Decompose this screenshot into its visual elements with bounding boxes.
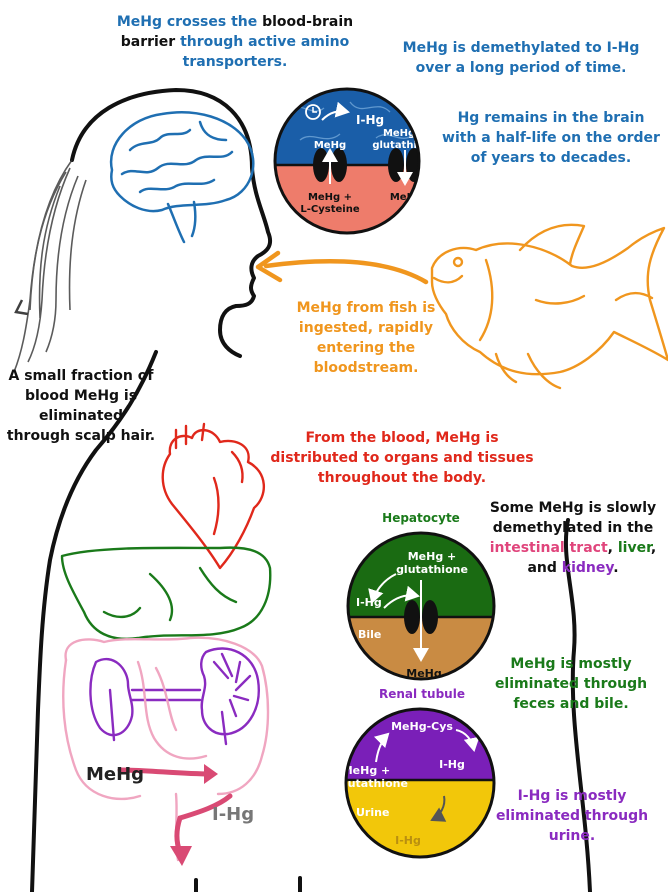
kidney-word: kidney [562, 560, 613, 576]
bbb-mehg-cys-label-2: L-Cysteine [300, 204, 359, 215]
feces-text: MeHg is mostly eliminated through feces … [476, 654, 666, 714]
hair-text: A small fraction of blood MeHg is elimin… [6, 366, 156, 446]
demethyl-organs-text: Some MeHg is slowly demethylated in the … [486, 498, 660, 578]
final-dot: . [613, 560, 618, 576]
brain-drawing [111, 112, 253, 242]
renal-mehgcys-label: MeHg-Cys [391, 720, 453, 733]
gut-mehg-label: MeHg [86, 764, 144, 785]
hep-mehg-glut-label-1: MeHg + [408, 550, 457, 563]
hep-bile-label: Bile [358, 628, 381, 641]
hep-mehg-glut-label-2: glutathione [396, 563, 468, 576]
hepatocyte-title: Hepatocyte [382, 511, 460, 525]
liver-word: liver [618, 540, 651, 556]
bbb-text: MeHg crosses the blood-brain barrier thr… [110, 12, 360, 72]
demethylation-text: MeHg is demethylated to I-Hg over a long… [396, 38, 646, 78]
bbb-ihg-label: I-Hg [356, 113, 384, 127]
gut-ihg-label: I-Hg [212, 804, 254, 825]
urine-text: I-Hg is mostly eliminated through urine. [484, 786, 660, 846]
heart-drawing [163, 424, 264, 568]
renal-title: Renal tubule [379, 687, 465, 701]
renal-ihg-label: I-Hg [439, 758, 465, 771]
ponytail [14, 160, 86, 372]
intestinal-tract-word: intestinal tract [490, 540, 608, 556]
liver-drawing [62, 548, 270, 639]
bbb-mehg-label: MeHg [314, 140, 346, 151]
renal-urine-ihg-label: I-Hg [395, 834, 421, 847]
bbb-text-part3: through active amino transporters. [175, 34, 349, 70]
hep-ihg-label: I-Hg [356, 596, 382, 609]
halflife-text: Hg remains in the brain with a half-life… [440, 108, 662, 168]
bbb-mehg-glut-label-2: glutathione [372, 140, 438, 151]
fish-text: MeHg from fish is ingested, rapidly ente… [266, 298, 466, 378]
fish-arrow [266, 261, 426, 282]
bbb-mehg-cys-label-1: MeHg + [308, 192, 352, 203]
comma-1: , [608, 540, 618, 556]
bbb-text-part1: MeHg crosses the [117, 14, 257, 30]
blood-text: From the blood, MeHg is distributed to o… [270, 428, 534, 488]
fish-drawing [432, 225, 668, 388]
renal-urine-label: Urine [356, 806, 389, 819]
demethyl-organs-part1: Some MeHg is slowly demethylated in the [490, 500, 656, 536]
bbb-mehg-glut-label-1: MeHg + [383, 128, 427, 139]
